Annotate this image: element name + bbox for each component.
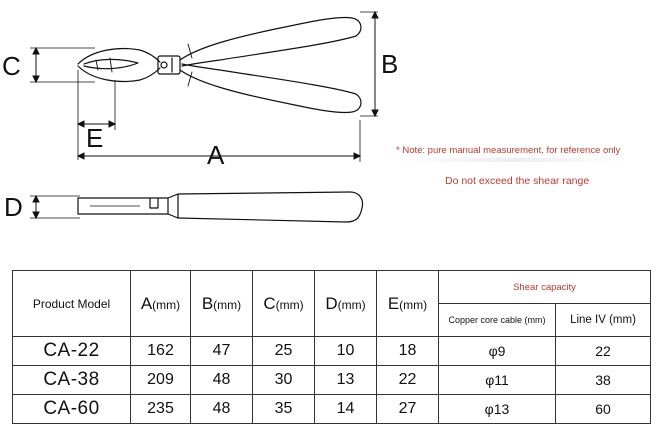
header-d: D(mm) (314, 270, 377, 337)
jaw-upper (77, 47, 161, 65)
table-row: CA-38 209 48 30 13 22 φ11 38 (12, 365, 651, 395)
cell-c: 30 (252, 365, 315, 395)
handle-lower (179, 63, 362, 114)
pivot-block (157, 55, 181, 75)
header-row: Product Model A(mm) B(mm) C(mm) D(mm) E(… (12, 270, 651, 337)
cell-e: 22 (376, 365, 439, 395)
cutter-dimension-diagram: C B E A D (2, 10, 398, 223)
cell-copper: φ13 (438, 394, 556, 424)
measurement-note: * Note: pure manual measurement, for ref… (396, 145, 621, 156)
jaw-lower (77, 65, 161, 83)
subheader-row: Copper core cable (mm) Line IV (mm) (13, 303, 651, 337)
cell-d: 14 (314, 394, 377, 424)
header-copper-core: Copper core cable (mm) (438, 303, 556, 337)
cell-line: 60 (555, 394, 651, 424)
side-view-body (77, 191, 364, 223)
table-row: CA-60 235 48 35 14 27 φ13 60 (12, 394, 651, 424)
cell-line: 22 (555, 336, 651, 366)
cell-model: CA-60 (12, 394, 131, 424)
cell-b: 47 (190, 336, 253, 366)
header-product-model: Product Model (12, 270, 131, 337)
cell-line: 38 (555, 365, 651, 395)
dim-label-e: E (86, 123, 103, 153)
cell-e: 27 (376, 394, 439, 424)
cell-c: 25 (252, 336, 315, 366)
cell-e: 18 (376, 336, 439, 366)
spec-table: Product Model A(mm) B(mm) C(mm) D(mm) E(… (12, 270, 651, 424)
cell-a: 209 (130, 365, 191, 395)
cell-c: 35 (252, 394, 315, 424)
header-line-iv: Line IV (mm) (555, 303, 651, 337)
header-a: A(mm) (130, 270, 191, 337)
cell-model: CA-38 (12, 365, 131, 395)
faint-artifact (400, 158, 628, 162)
header-e: E(mm) (376, 270, 439, 337)
cell-d: 13 (314, 365, 377, 395)
handle-upper (179, 16, 362, 67)
dim-label-c: C (2, 51, 21, 81)
cell-b: 48 (190, 365, 253, 395)
header-shear-capacity: Shear capacity (438, 270, 651, 304)
cell-b: 48 (190, 394, 253, 424)
cell-copper: φ11 (438, 365, 556, 395)
header-c: C(mm) (252, 270, 315, 337)
header-b: B(mm) (190, 270, 253, 337)
cell-a: 235 (130, 394, 191, 424)
table-row: CA-22 162 47 25 10 18 φ9 22 (12, 336, 651, 366)
cell-d: 10 (314, 336, 377, 366)
cell-model: CA-22 (12, 336, 131, 366)
shear-warning: Do not exceed the shear range (445, 175, 590, 187)
dim-label-b: B (381, 49, 398, 79)
cell-a: 162 (130, 336, 191, 366)
dim-label-d: D (4, 192, 23, 222)
cell-copper: φ9 (438, 336, 556, 366)
dim-label-a: A (207, 140, 225, 170)
jaw-inner (83, 58, 139, 70)
